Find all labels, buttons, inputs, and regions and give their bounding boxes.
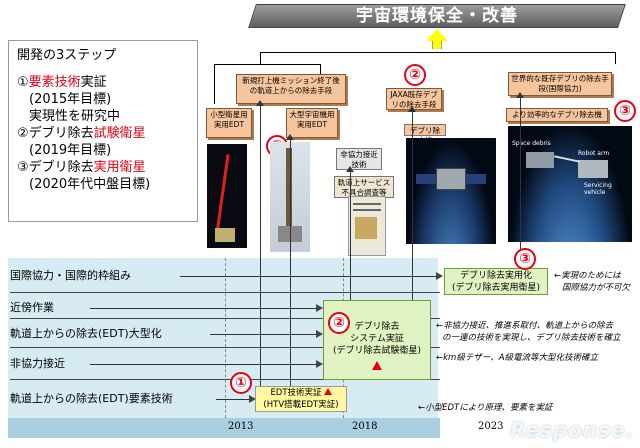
label-small-sat-edt: 小型衛星用実用EDT [206, 108, 252, 138]
vline-edt-to-small [260, 104, 261, 386]
grid-line-2013 [225, 258, 226, 418]
label-service-investigation: 軌道上サービス不具合調査等 [334, 176, 394, 198]
vline-system-to-noncoop [350, 170, 351, 300]
arrow-head-edt-large [316, 330, 323, 338]
uparrow-large [286, 134, 294, 140]
note-international-1: ←実現のためには [554, 271, 621, 281]
step-2-highlight: 試験衛星 [93, 126, 146, 141]
response-watermark: Response. [510, 418, 635, 442]
uparrow-world [516, 92, 524, 98]
edt-line-2: (HTV搭載EDT実証) [263, 400, 339, 410]
note-tech-3: ←km級テザー、A級電流等大型化技術確立 [436, 353, 599, 363]
row-divider-4 [10, 379, 440, 380]
label-debris-removal-machine: デブリ除去機 [404, 124, 446, 145]
step-1-highlight: 要素技術 [28, 75, 81, 90]
uparrow-jaxa [408, 106, 416, 112]
label-large-sat-edt: 大型宇宙機用実用EDT [286, 108, 338, 138]
circle-three-top: ③ [614, 100, 636, 122]
left-bracket [214, 64, 320, 65]
note-international-2: 国際協力が不可欠 [562, 283, 631, 293]
arrow-noncoop [90, 364, 316, 365]
step-2-text: デブリ除去 [28, 126, 94, 141]
arrow-international [180, 276, 438, 277]
step-3-highlight: 実用衛星 [93, 160, 146, 175]
banner-arrow-icon [426, 29, 448, 41]
left-bracket-left [214, 64, 215, 104]
arrow-head-international [436, 272, 443, 280]
step-1-text: 実証 [80, 75, 107, 90]
circle-two-chart: ② [328, 312, 350, 334]
circle-two-top: ② [404, 64, 426, 86]
photo-label-space-debris: Space debris [512, 140, 551, 147]
arrow-head-edt-element [249, 395, 256, 403]
photo-label-robot-arm: Robot arm [578, 150, 610, 157]
row-label-proximity: 近傍作業 [10, 301, 54, 314]
system-line-1: デブリ除去 [354, 322, 400, 332]
step-3-number: ③ [17, 160, 29, 175]
photo-service-document [348, 196, 386, 256]
banner-title: 宇宙環境保全・改善 [356, 6, 518, 26]
circle-three-chart: ③ [514, 248, 536, 270]
triangle-marker-icon [323, 388, 332, 395]
label-noncoop-tech: 非協力接近技術 [336, 148, 382, 170]
step-3-sub1: (2020年代中盤目標) [29, 177, 151, 192]
arrow-edt-large [210, 334, 316, 335]
step-3: ③デブリ除去実用衛星 [17, 159, 189, 176]
system-line-2: システム実証 [350, 334, 404, 344]
step-3-text: デブリ除去 [28, 160, 94, 175]
practical-line-2: (デブリ除去実用衛星) [451, 283, 541, 293]
banner-arrow-stem [432, 41, 442, 49]
system-line-3: (デブリ除去試験衛星) [332, 346, 422, 356]
row-divider-1 [10, 292, 440, 293]
year-2018: 2018 [352, 421, 378, 432]
photo-servicing-vehicle: Space debris Robot arm Servicing vehicle [508, 126, 632, 242]
note-small-edt: ←小型EDTにより原理、要素を実証 [418, 403, 553, 413]
top-bracket [260, 52, 616, 53]
step-1: ①要素技術実証 [17, 74, 189, 91]
label-world-removal: 世界的な既存デブリの除去手段(国際協力) [508, 72, 612, 96]
row-label-edt-large: 軌道上からの除去(EDT)大型化 [10, 327, 162, 340]
row-label-noncoop: 非協力接近 [10, 357, 65, 370]
step-1-number: ① [17, 75, 29, 90]
row-label-international: 国際協力・国際的枠組み [10, 269, 131, 282]
year-2013: 2013 [228, 421, 254, 432]
development-steps-panel: 開発の3ステップ ①要素技術実証 (2015年目標) 実現性を研究中 ②デブリ除… [8, 40, 198, 222]
photo-small-satellite-tether [207, 144, 247, 248]
note-tech-2: の一連の技術を実現し、デブリ除去技術を確立 [442, 333, 621, 343]
uparrow-noncoop [346, 166, 354, 172]
arrow-edt-element [216, 399, 250, 400]
label-new-launch: 新規打上機ミッション終了後の軌道上からの除去手段 [236, 74, 346, 104]
steps-heading: 開発の3ステップ [17, 48, 117, 63]
edt-line-1-text: EDT技術実証 [270, 388, 322, 398]
top-bracket-right [615, 52, 616, 64]
step-2-sub1: (2019年目標) [29, 143, 112, 158]
step-1-sub1: (2015年目標) [29, 92, 112, 107]
uparrow-small [256, 100, 264, 106]
edt-line-1: EDT技術実証 [256, 387, 346, 399]
arrow-head-proximity [316, 304, 323, 312]
vline-system-to-jaxa [412, 110, 413, 300]
year-2023: 2023 [478, 421, 504, 432]
top-bracket-left [260, 52, 261, 64]
practical-use-box: デブリ除去実用化 (デブリ除去実用衛星) [444, 268, 548, 295]
label-efficient-removal: より効率的なデブリ除去機 [506, 108, 608, 122]
step-2-number: ② [17, 126, 29, 141]
photo-debris-removal-satellite [406, 138, 496, 244]
practical-line-1: デブリ除去実用化 [459, 271, 532, 281]
row-divider-2 [10, 318, 440, 319]
vline-edt-to-large [290, 138, 291, 386]
row-divider-3 [10, 347, 440, 348]
year-bar [8, 418, 440, 438]
row-label-edt-element: 軌道上からの除去(EDT)要素技術 [10, 392, 173, 405]
note-tech-1: ←非協力接近、推進系取付、軌道上からの除去 [436, 321, 614, 331]
step-1-sub2: 実現性を研究中 [29, 109, 121, 124]
arrow-proximity [90, 308, 316, 309]
step-2: ②デブリ除去試験衛星 [17, 125, 189, 142]
triangle-marker-icon [372, 361, 382, 370]
vline-practical-to-world [520, 96, 521, 268]
circle-one-chart: ① [230, 372, 252, 394]
edt-demonstration-box: EDT技術実証 (HTV搭載EDT実証) [255, 386, 347, 412]
photo-label-servicing-vehicle: Servicing vehicle [584, 182, 612, 196]
arrow-head-noncoop [316, 360, 323, 368]
